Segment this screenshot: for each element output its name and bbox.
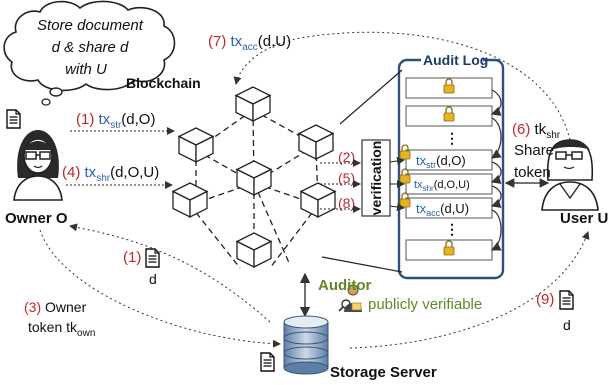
owner-person-icon bbox=[6, 109, 63, 201]
step-9-d: d bbox=[563, 317, 571, 333]
document-icon bbox=[145, 248, 160, 268]
auditor-label: Auditor bbox=[318, 277, 371, 294]
audit-chain-arrows bbox=[490, 89, 502, 251]
step-6-token: token bbox=[514, 164, 551, 181]
step-4-tx-shr: (4) txshr(d,O,U) bbox=[62, 164, 159, 184]
blockchain-cubes bbox=[171, 86, 337, 269]
document-icon bbox=[260, 352, 275, 372]
audit-entry-str: txstr(d,O) bbox=[416, 153, 466, 170]
step-6-share: Share bbox=[514, 142, 554, 159]
step-5-label: (5) bbox=[338, 170, 355, 186]
auditor-note: publicly verifiable bbox=[368, 296, 482, 313]
cube-face bbox=[317, 190, 336, 219]
step-7-tx-acc: (7) txacc(d,U) bbox=[208, 33, 291, 53]
database-icon bbox=[283, 315, 329, 375]
audit-ellipsis-top: ⋮ bbox=[445, 130, 459, 146]
thought-line-2: d & share d bbox=[52, 39, 129, 56]
step-1-tx-str: (1) txstr(d,O) bbox=[76, 111, 155, 131]
step-1-doc-d: d bbox=[149, 271, 157, 287]
cube-face bbox=[195, 135, 214, 164]
verification-box bbox=[361, 139, 391, 217]
thought-line-1: Store document bbox=[37, 17, 144, 34]
blockchain-title: Blockchain bbox=[126, 75, 201, 91]
audit-entry-shr: txshr(d,O,U) bbox=[414, 179, 470, 193]
cube-face bbox=[315, 132, 334, 161]
cube-face bbox=[253, 168, 272, 197]
audit-log-title: Audit Log bbox=[423, 52, 488, 68]
verification-label: verification bbox=[368, 141, 384, 216]
step-8-label: (8) bbox=[338, 195, 355, 211]
cube-face bbox=[253, 240, 272, 269]
document-icon bbox=[6, 109, 21, 129]
step-3-owner: (3) Owner bbox=[24, 299, 87, 315]
user-label: User U bbox=[560, 210, 608, 227]
audit-entry-acc: txacc(d,U) bbox=[416, 201, 469, 218]
owner-label: Owner O bbox=[5, 210, 68, 227]
cube-face bbox=[252, 94, 271, 123]
thought-line-3: with U bbox=[65, 61, 107, 78]
blockchain-audit-links bbox=[321, 69, 403, 273]
cube-face bbox=[189, 190, 208, 219]
step-1-doc-label: (1) bbox=[123, 249, 141, 266]
step-9-label: (9) bbox=[536, 291, 554, 308]
step-2-label: (2) bbox=[338, 149, 355, 165]
document-icon bbox=[559, 290, 574, 310]
step-3-token: token tkown bbox=[28, 319, 95, 339]
step-6-tk-shr: (6) tkshr bbox=[512, 121, 561, 141]
auditor-person-icon bbox=[338, 284, 362, 312]
thought-bubble-icon bbox=[3, 0, 176, 106]
user-person-icon bbox=[541, 139, 599, 211]
audit-ellipsis-bottom: ⋮ bbox=[445, 221, 459, 237]
storage-label: Storage Server bbox=[330, 364, 437, 381]
